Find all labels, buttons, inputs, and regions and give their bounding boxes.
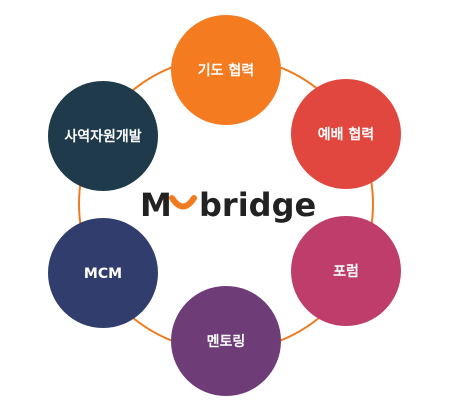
node-label: 포럼 xyxy=(333,264,359,280)
node-mcm: MCM xyxy=(48,218,158,328)
logo-prefix: M xyxy=(140,186,172,224)
logo-suffix: bridge xyxy=(199,186,316,224)
logo-smile-icon xyxy=(169,195,197,210)
node-circle xyxy=(48,218,158,328)
node-circle xyxy=(291,79,401,189)
node-circle xyxy=(171,15,281,125)
node-circle xyxy=(171,286,281,396)
node-circle xyxy=(291,216,401,326)
node-label: 예배 협력 xyxy=(318,127,374,143)
node-circle xyxy=(48,81,158,191)
node-label: 사역자원개발 xyxy=(64,128,141,145)
node-ministry-resource-development: 사역자원개발 xyxy=(48,81,158,191)
node-mentoring: 멘토링 xyxy=(171,286,281,396)
center-logo: M bridge xyxy=(140,186,316,224)
node-prayer-cooperation: 기도 협력 xyxy=(171,15,281,125)
node-forum: 포럼 xyxy=(291,216,401,326)
node-label: 멘토링 xyxy=(207,333,246,350)
node-worship-cooperation: 예배 협력 xyxy=(291,79,401,189)
node-label: MCM xyxy=(84,266,122,282)
node-label: 기도 협력 xyxy=(198,63,254,79)
